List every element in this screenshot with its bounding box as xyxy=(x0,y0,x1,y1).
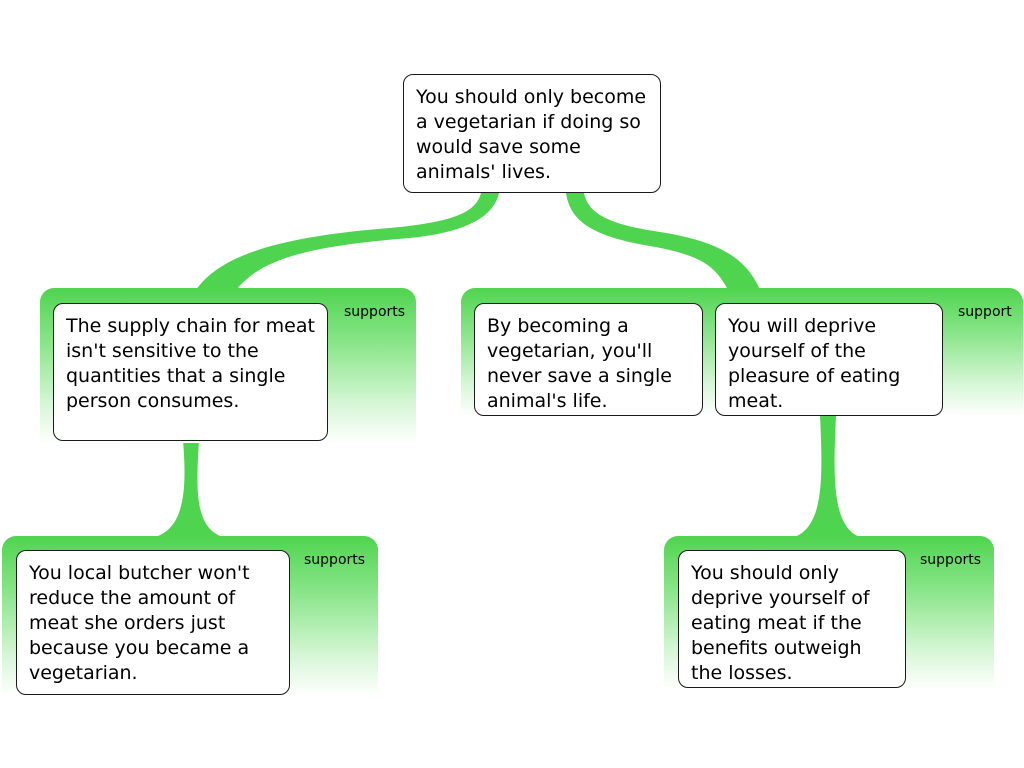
group-label-supports: supports xyxy=(304,552,366,568)
group-label-supports: supports xyxy=(344,304,406,320)
connector-left-to-bottom-left-group xyxy=(152,440,226,538)
root-claim[interactable]: You should only become a vegetarian if d… xyxy=(403,74,661,193)
bottom-right-claim[interactable]: You should only deprive yourself of eati… xyxy=(678,550,906,688)
right-claim-1[interactable]: By becoming a vegetarian, you'll never s… xyxy=(474,303,703,416)
connector-root-to-left-group xyxy=(196,193,499,290)
right-claim-2[interactable]: You will deprive yourself of the pleasur… xyxy=(715,303,943,416)
left-claim[interactable]: The supply chain for meat isn't sensitiv… xyxy=(53,303,328,441)
group-label-support: support xyxy=(958,304,1012,320)
bottom-left-claim[interactable]: You local butcher won't reduce the amoun… xyxy=(16,550,290,695)
group-label-supports: supports xyxy=(920,552,982,568)
connector-right-to-bottom-right-group xyxy=(792,415,862,538)
connector-root-to-right-group xyxy=(566,193,760,290)
